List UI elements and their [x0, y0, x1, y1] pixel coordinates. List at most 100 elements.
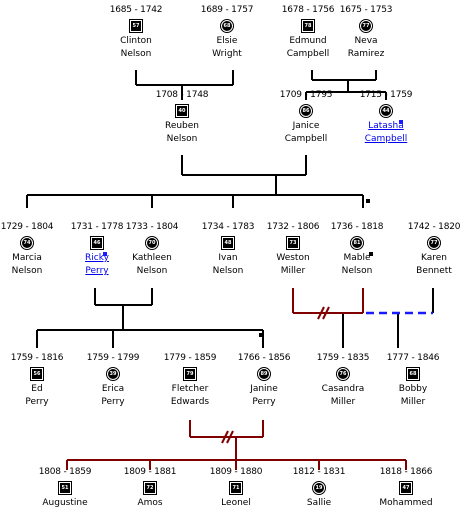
male-square-icon[interactable]: 71 — [229, 481, 243, 495]
female-circle-icon[interactable]: 77 — [427, 236, 441, 250]
divorce-mark-3 — [221, 430, 229, 444]
female-circle-icon[interactable]: 86 — [299, 104, 313, 118]
female-circle-icon[interactable]: 76 — [336, 367, 350, 381]
female-circle-icon[interactable]: 81 — [350, 236, 364, 250]
age-label: 89 — [260, 371, 268, 377]
male-square-icon[interactable]: 78 — [301, 19, 315, 33]
life-dates: 1678 - 1756 — [281, 5, 335, 15]
male-square-icon[interactable]: 46 — [90, 236, 104, 250]
last-name: Edwards — [170, 397, 210, 407]
last-name[interactable]: Perry — [85, 266, 109, 276]
age-label: 68 — [223, 23, 231, 29]
male-square-icon[interactable]: 57 — [129, 19, 143, 33]
age-label: 81 — [353, 240, 361, 246]
life-dates: 1736 - 1818 — [330, 222, 384, 232]
female-circle-icon[interactable]: 39 — [106, 367, 120, 381]
last-name: Nelson — [212, 266, 244, 276]
first-name[interactable]: Ricky — [85, 253, 109, 263]
first-name: Augustine — [42, 498, 88, 508]
life-dates: 1715 - 1759 — [359, 90, 413, 100]
age-label: 76 — [339, 371, 347, 377]
first-name[interactable]: Latasha — [368, 121, 404, 131]
life-dates: 1759 - 1835 — [316, 353, 370, 363]
last-name: Nelson — [11, 266, 43, 276]
life-dates: 1689 - 1757 — [200, 5, 254, 15]
female-circle-icon[interactable]: 19 — [312, 481, 326, 495]
adoption-marker — [399, 120, 403, 124]
life-dates: 1685 - 1742 — [109, 5, 163, 15]
female-circle-icon[interactable]: 68 — [220, 19, 234, 33]
female-circle-icon[interactable]: 89 — [257, 367, 271, 381]
last-name: Nelson — [341, 266, 373, 276]
female-circle-icon[interactable]: 74 — [20, 236, 34, 250]
male-square-icon[interactable]: 72 — [143, 481, 157, 495]
age-label: 57 — [132, 23, 140, 29]
adoption-marker — [103, 252, 107, 256]
life-dates: 1734 - 1783 — [201, 222, 255, 232]
divorce-mark-1 — [317, 306, 325, 320]
male-square-icon[interactable]: 56 — [30, 367, 44, 381]
first-name: Amos — [137, 498, 163, 508]
first-name: Leonel — [221, 498, 251, 508]
last-name: Miller — [400, 397, 426, 407]
first-name: Fletcher — [171, 384, 209, 394]
male-square-icon[interactable]: 79 — [183, 367, 197, 381]
life-dates: 1708 - 1748 — [155, 90, 209, 100]
life-dates: 1777 - 1846 — [386, 353, 440, 363]
first-name: Mohammed — [379, 498, 433, 508]
age-label: 78 — [304, 23, 312, 29]
life-dates: 1729 - 1804 — [0, 222, 54, 232]
male-square-icon[interactable]: 73 — [286, 236, 300, 250]
life-dates: 1732 - 1806 — [266, 222, 320, 232]
female-circle-icon[interactable]: 77 — [359, 19, 373, 33]
female-circle-icon[interactable]: 44 — [379, 104, 393, 118]
first-name: Kathleen — [132, 253, 172, 263]
female-circle-icon[interactable]: 70 — [145, 236, 159, 250]
male-square-icon[interactable]: 68 — [406, 367, 420, 381]
male-square-icon[interactable]: 40 — [175, 104, 189, 118]
life-dates: 1675 - 1753 — [339, 5, 393, 15]
male-square-icon[interactable]: 48 — [221, 236, 235, 250]
life-dates: 1742 - 1820 — [407, 222, 461, 232]
age-label: 39 — [109, 371, 117, 377]
age-label: 73 — [289, 240, 297, 246]
first-name: Bobby — [398, 384, 428, 394]
male-square-icon[interactable]: 51 — [58, 481, 72, 495]
age-label: 47 — [402, 485, 410, 491]
male-square-icon[interactable]: 47 — [399, 481, 413, 495]
first-name: Elsie — [216, 36, 238, 46]
age-label: 56 — [33, 371, 41, 377]
life-dates: 1809 - 1881 — [123, 467, 177, 477]
last-name[interactable]: Campbell — [364, 134, 408, 144]
last-name: Perry — [101, 397, 125, 407]
life-dates: 1731 - 1778 — [70, 222, 124, 232]
first-name: Clinton — [120, 36, 152, 46]
last-name: Ramirez — [347, 49, 385, 59]
